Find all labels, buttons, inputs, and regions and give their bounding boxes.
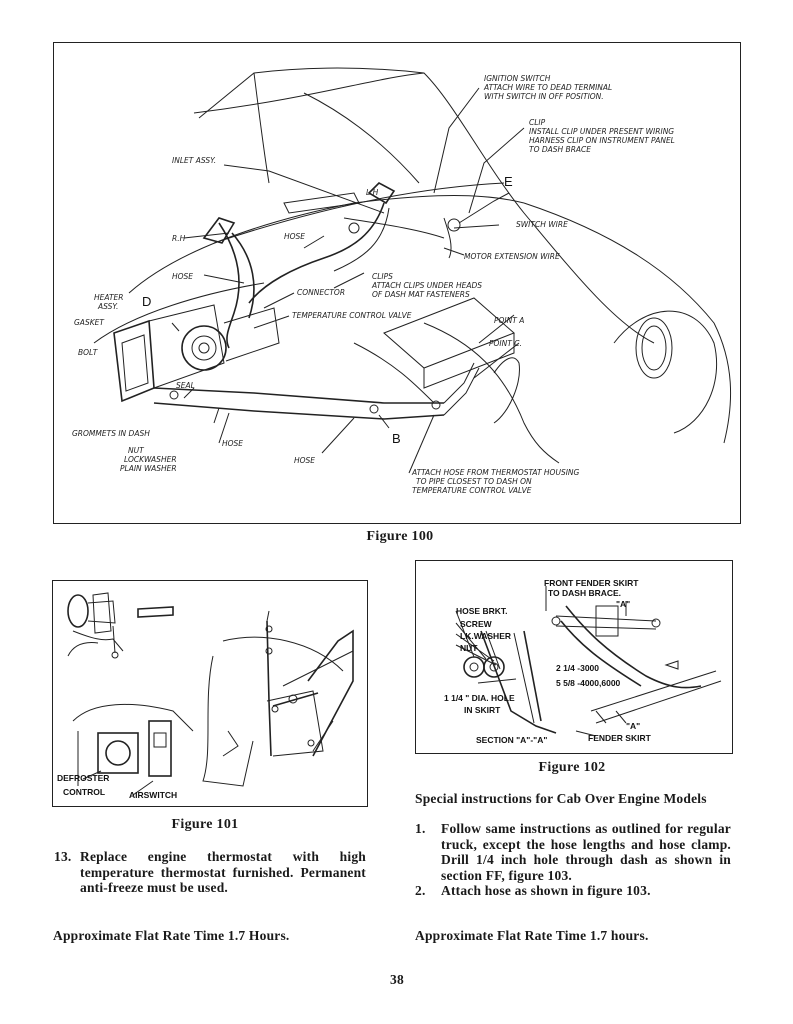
fig101-label-defroster-1: DEFROSTER bbox=[57, 773, 109, 783]
step-13-number: 13. bbox=[54, 849, 72, 864]
figure-100-illustration: IGNITION SWITCH ATTACH WIRE TO DEAD TERM… bbox=[53, 42, 741, 524]
left-flat-rate-time: Approximate Flat Rate Time 1.7 Hours. bbox=[53, 928, 290, 943]
fig102-label-dim2: 5 5/8 -4000,6000 bbox=[556, 678, 621, 688]
fig101-label-defroster-2: CONTROL bbox=[63, 787, 105, 797]
fig100-label-point-c: POINT C. bbox=[489, 339, 522, 348]
figure-101-drawing: DEFROSTER CONTROL AIRSWITCH bbox=[57, 592, 354, 800]
fig100-label-hose-top: HOSE bbox=[284, 232, 305, 241]
fig100-label-rh: R.H bbox=[172, 234, 186, 243]
right-flat-rate-time: Approximate Flat Rate Time 1.7 hours. bbox=[415, 928, 649, 943]
fig100-label-gasket: GASKET bbox=[74, 318, 105, 327]
fig100-label-clips-3: OF DASH MAT FASTENERS bbox=[372, 290, 470, 299]
fig100-label-clips-1: CLIPS bbox=[372, 272, 393, 281]
fig102-label-front-fender-2: TO DASH BRACE. bbox=[548, 588, 621, 598]
fig100-label-lockwasher: LOCKWASHER bbox=[124, 455, 177, 464]
fig100-label-heater-2: ASSY. bbox=[97, 302, 118, 311]
fig102-label-a-bottom: "A" bbox=[626, 721, 640, 731]
figure-101-illustration: DEFROSTER CONTROL AIRSWITCH bbox=[52, 580, 368, 807]
figure-102-caption: Figure 102 bbox=[538, 760, 606, 775]
fig100-label-hose-mid: HOSE bbox=[222, 439, 243, 448]
fig100-label-lh: L.H bbox=[366, 188, 379, 197]
fig100-label-seal: SEAL bbox=[176, 381, 195, 390]
fig102-label-screw: SCREW bbox=[460, 619, 493, 629]
fig102-label-fender-skirt: FENDER SKIRT bbox=[588, 733, 652, 743]
fig100-label-ignition-2: ATTACH WIRE TO DEAD TERMINAL bbox=[483, 83, 612, 92]
fig100-label-clip-4: TO DASH BRACE bbox=[529, 145, 591, 154]
fig100-label-motor-ext: MOTOR EXTENSION WIRE bbox=[464, 252, 560, 261]
fig100-label-clip-1: CLIP bbox=[529, 118, 546, 127]
step-13-item: 13. Replace engine thermostat with high t… bbox=[54, 849, 366, 896]
fig100-label-temp-valve: TEMPERATURE CONTROL VALVE bbox=[292, 311, 412, 320]
fig100-label-clip-2: INSTALL CLIP UNDER PRESENT WIRING bbox=[529, 127, 674, 136]
fig102-label-lkwasher: LK.WASHER bbox=[460, 631, 511, 641]
fig100-label-ignition-1: IGNITION SWITCH bbox=[484, 74, 551, 83]
fig100-label-plain-washer: PLAIN WASHER bbox=[120, 464, 177, 473]
cab-over-engine-heading: Special instructions for Cab Over Engine… bbox=[415, 791, 707, 806]
page-number: 38 bbox=[390, 972, 404, 987]
fig100-label-clip-3: HARNESS CLIP ON INSTRUMENT PANEL bbox=[529, 136, 675, 145]
fig100-label-heater-1: HEATER bbox=[94, 293, 124, 302]
fig100-label-switch-wire: SWITCH WIRE bbox=[516, 220, 568, 229]
fig100-label-b: B bbox=[392, 431, 401, 446]
fig102-label-hose-brkt: HOSE BRKT. bbox=[456, 606, 507, 616]
fig100-label-clips-2: ATTACH CLIPS UNDER HEADS bbox=[371, 281, 482, 290]
fig102-label-front-fender-1: FRONT FENDER SKIRT bbox=[544, 578, 639, 588]
cab-step-2: 2. Attach hose as shown in figure 103. bbox=[415, 883, 731, 899]
fig100-label-inlet: INLET ASSY. bbox=[172, 156, 216, 165]
fig102-label-dia-hole-2: IN SKIRT bbox=[464, 705, 501, 715]
fig101-label-airswitch: AIRSWITCH bbox=[129, 790, 177, 800]
cab-step-2-text: Attach hose as shown in figure 103. bbox=[441, 883, 651, 898]
fig100-label-bolt: BOLT bbox=[78, 348, 99, 357]
cab-step-1-number: 1. bbox=[415, 821, 426, 836]
fig100-label-attach-3: TEMPERATURE CONTROL VALVE bbox=[412, 486, 532, 495]
figure-102-drawing: FRONT FENDER SKIRT TO DASH BRACE. "A" HO… bbox=[444, 578, 722, 745]
figure-102-illustration: FRONT FENDER SKIRT TO DASH BRACE. "A" HO… bbox=[415, 560, 733, 754]
fig102-label-dim1: 2 1/4 -3000 bbox=[556, 663, 599, 673]
step-13-text: Replace engine thermostat with high temp… bbox=[80, 849, 366, 895]
fig100-label-connector: CONNECTOR bbox=[297, 288, 345, 297]
fig100-label-point-a: POINT A bbox=[494, 316, 524, 325]
fig102-label-nut: NUT bbox=[460, 643, 478, 653]
figure-101-caption: Figure 101 bbox=[171, 817, 239, 832]
cab-step-2-number: 2. bbox=[415, 883, 426, 898]
fig102-label-a-top: "A" bbox=[616, 599, 630, 609]
fig100-label-hose-bottom: HOSE bbox=[294, 456, 315, 465]
fig100-label-nut: NUT bbox=[128, 446, 145, 455]
fig100-label-attach-1: ATTACH HOSE FROM THERMOSTAT HOUSING bbox=[411, 468, 580, 477]
cab-step-1-text: Follow same instructions as outlined for… bbox=[441, 821, 731, 883]
cab-step-1: 1. Follow same instructions as outlined f… bbox=[415, 821, 731, 883]
fig102-label-dia-hole-1: 1 1/4 " DIA. HOLE bbox=[444, 693, 515, 703]
fig100-label-d: D bbox=[142, 294, 151, 309]
fig100-label-ignition-3: WITH SWITCH IN OFF POSITION. bbox=[484, 92, 604, 101]
fig102-label-section: SECTION "A"-"A" bbox=[476, 735, 547, 745]
figure-100-drawing: IGNITION SWITCH ATTACH WIRE TO DEAD TERM… bbox=[72, 67, 732, 495]
step-13-paragraph: 13. Replace engine thermostat with high t… bbox=[54, 849, 366, 896]
fig100-label-attach-2: TO PIPE CLOSEST TO DASH ON bbox=[416, 477, 532, 486]
fig100-label-e: E bbox=[504, 174, 513, 189]
figure-100-caption: Figure 100 bbox=[366, 529, 434, 544]
fig100-label-hose-left: HOSE bbox=[172, 272, 193, 281]
fig100-label-grommets: GROMMETS IN DASH bbox=[72, 429, 150, 438]
cab-over-engine-steps: 1. Follow same instructions as outlined f… bbox=[415, 821, 731, 899]
